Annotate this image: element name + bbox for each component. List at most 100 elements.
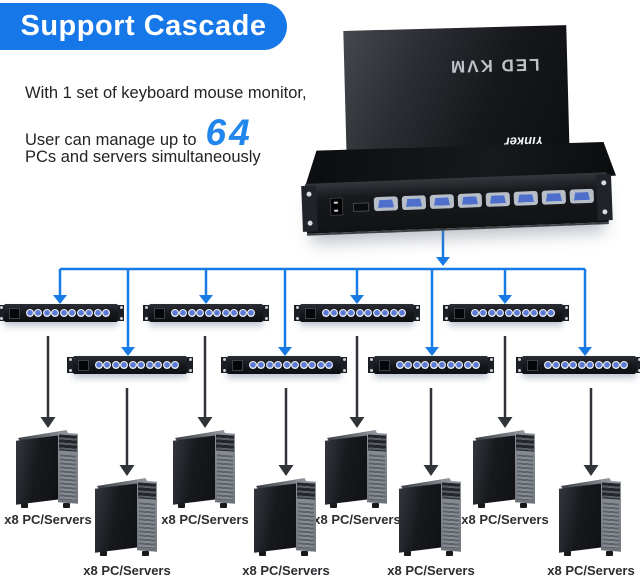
intro-line1: With 1 set of keyboard mouse monitor, [25, 84, 307, 102]
vga-port-icon [538, 309, 547, 317]
vga-pin-block [378, 199, 394, 208]
vga-port-icon [487, 309, 496, 317]
cascade-kvm-switch [516, 356, 640, 374]
vga-pin-block [406, 198, 422, 207]
rack-ear-icon [595, 174, 613, 221]
vga-port-icon [187, 309, 196, 317]
rack-ear-icon [563, 305, 569, 321]
vga-port-icon [577, 361, 586, 369]
arrow-down-icon [40, 417, 56, 428]
vga-port-icon [471, 361, 480, 369]
tower-foot [330, 503, 337, 508]
usb-port-icon [352, 202, 370, 212]
vga-port-icon [429, 361, 438, 369]
vga-port-icon [308, 361, 317, 369]
cascade-kvm-switch [294, 304, 420, 322]
vga-port-icon [457, 193, 483, 208]
switch-port-row [322, 309, 406, 317]
vga-port-icon [145, 361, 154, 369]
arrow-down-icon [197, 417, 213, 428]
cascade-kvm-switch [0, 304, 124, 322]
vga-port-icon [282, 361, 291, 369]
tower-foot [564, 551, 571, 556]
vga-port-icon [364, 309, 373, 317]
vga-port-icon [471, 309, 479, 317]
pc-group-label: x8 PC/Servers [161, 512, 249, 527]
tower-side-panel [559, 483, 603, 553]
tower-foot [100, 551, 107, 556]
vga-port-icon [68, 309, 77, 317]
tower-foot [142, 551, 149, 556]
power-switch-icon [329, 197, 344, 216]
drive-bays [59, 434, 77, 452]
drive-bays [442, 482, 460, 500]
pc-group-label: x8 PC/Servers [387, 563, 475, 578]
vga-port-icon [552, 361, 561, 369]
vga-port-icon [221, 309, 230, 317]
vga-port-icon [463, 361, 472, 369]
vga-port-icon [246, 309, 255, 317]
vga-port-icon [619, 361, 628, 369]
vga-port-icon [196, 309, 205, 317]
pc-tower-icon [473, 430, 537, 508]
arrow-down-icon [423, 465, 439, 476]
rack-ear-icon [67, 357, 73, 373]
vga-port-icon [401, 195, 427, 211]
tower-side-panel [95, 483, 139, 553]
arrow-down-icon [578, 347, 592, 356]
switch-port-row [471, 309, 555, 317]
vga-port-icon [291, 361, 300, 369]
kvm-lid-label: LED KVM [448, 54, 540, 77]
tower-side-panel [325, 435, 369, 505]
vga-port-icon [546, 309, 555, 317]
vga-port-icon [504, 309, 513, 317]
vga-port-icon [238, 309, 247, 317]
power-switch-icon [78, 360, 89, 371]
tower-side-panel [473, 435, 517, 505]
arrow-down-icon [436, 257, 450, 266]
vga-port-icon [34, 309, 43, 317]
vga-port-icon [521, 309, 530, 317]
vga-port-row [373, 188, 595, 212]
vga-port-icon [404, 361, 413, 369]
switch-port-row [95, 361, 179, 369]
pc-tower-icon [399, 478, 463, 556]
vga-port-icon [421, 361, 430, 369]
vga-port-icon [316, 361, 325, 369]
vga-port-icon [103, 361, 112, 369]
tower-front-panel [296, 480, 316, 552]
kvm-chassis-front [301, 172, 613, 236]
vga-pin-block [518, 194, 534, 203]
vga-port-icon [171, 309, 179, 317]
rack-ear-icon [341, 357, 347, 373]
switch-port-row [249, 361, 333, 369]
tower-foot [520, 503, 527, 508]
vga-port-icon [162, 361, 171, 369]
tower-foot [446, 551, 453, 556]
power-switch-icon [454, 308, 465, 319]
arrow-down-icon [425, 347, 439, 356]
pc-group-label: x8 PC/Servers [313, 512, 401, 527]
rack-ear-icon [443, 305, 449, 321]
rack-ear-icon [294, 305, 300, 321]
pc-tower-icon [173, 430, 237, 508]
rack-ear-icon [187, 357, 193, 373]
vga-port-icon [324, 361, 333, 369]
vga-port-icon [485, 191, 511, 207]
arrow-down-icon [349, 417, 365, 428]
pc-tower-icon [559, 478, 623, 556]
tower-side-panel [173, 435, 217, 505]
switch-port-row [171, 309, 255, 317]
vga-port-icon [257, 361, 266, 369]
tower-front-panel [601, 480, 621, 552]
tower-foot [63, 503, 70, 508]
vga-port-icon [59, 309, 68, 317]
cascade-kvm-switch [143, 304, 269, 322]
power-switch-icon [232, 360, 243, 371]
vga-port-icon [373, 196, 399, 212]
arrow-down-icon [199, 295, 213, 304]
vga-port-icon [438, 361, 447, 369]
vga-port-icon [594, 361, 603, 369]
arrow-down-icon [278, 347, 292, 356]
vga-port-icon [265, 361, 274, 369]
